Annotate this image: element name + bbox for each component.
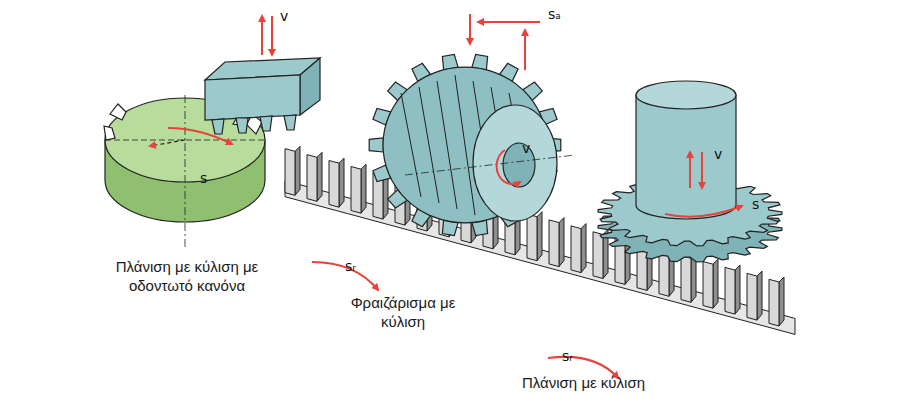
process-caption: Πλάνιση με κύλιση <box>522 374 645 393</box>
motion-symbol: v <box>522 140 530 158</box>
hob-cutter <box>369 54 575 235</box>
rack-tooth <box>527 214 537 261</box>
rack-cutter <box>205 58 320 134</box>
rack-tooth-side <box>735 265 740 314</box>
rack-tooth-side <box>779 277 784 326</box>
rack-tooth <box>593 232 603 279</box>
rack-tooth <box>549 220 559 267</box>
hob-groove <box>419 87 439 203</box>
rack-tooth-side <box>361 164 366 213</box>
motion-symbol: v <box>280 8 288 26</box>
rack-tooth-side <box>559 218 564 267</box>
hob-groove <box>437 81 457 209</box>
motion-arrows <box>150 14 742 378</box>
shaper-shaft-top <box>636 81 736 109</box>
rack-tooth-side <box>581 224 586 273</box>
hob-groove <box>455 75 475 215</box>
rack-tooth <box>747 273 757 320</box>
rack-tooth <box>725 267 735 314</box>
gear-blank <box>104 95 265 250</box>
process-caption: Φραιζάρισμα με κύλιση <box>348 294 458 332</box>
rack-tooth <box>571 226 581 273</box>
motion-symbol: sₐ <box>548 6 561 24</box>
rack-tooth-side <box>537 212 542 261</box>
rack-tooth-side <box>757 271 762 320</box>
shaper-cutter <box>598 81 782 262</box>
rack-tooth-side <box>317 152 322 201</box>
shaper-shaft <box>636 95 736 219</box>
rack-tooth-side <box>339 158 344 207</box>
rack-tooth <box>307 155 317 202</box>
process-caption: Πλάνιση με κύλιση με οδοντωτό κανόνα <box>112 258 262 296</box>
motion-symbol: sᵣ <box>562 348 573 366</box>
rack-tooth <box>351 167 361 214</box>
motion-symbol: s <box>200 170 207 188</box>
rack-tooth-side <box>713 259 718 308</box>
hob-face <box>473 105 557 221</box>
motion-symbol: s <box>752 196 759 214</box>
rack-tooth <box>769 279 779 326</box>
axis-line <box>405 155 575 175</box>
rack-tooth-side <box>295 146 300 195</box>
rack-tooth <box>681 256 691 303</box>
rack-tooth <box>703 262 713 309</box>
hob-tooth <box>369 138 383 152</box>
rack-tooth <box>285 149 295 196</box>
hob-groove <box>401 93 421 197</box>
rack-tooth <box>329 161 339 208</box>
motion-symbol: v <box>714 146 722 164</box>
motion-symbol: sᵣ <box>345 258 356 276</box>
